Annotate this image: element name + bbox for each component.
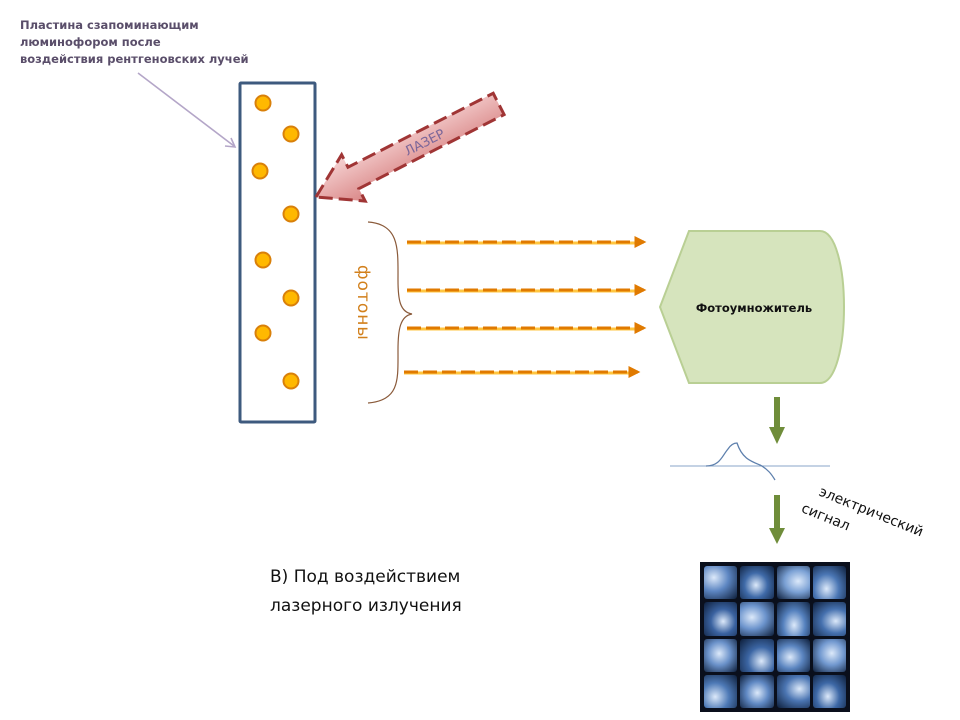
- xray-tile: [704, 674, 738, 708]
- xray-tile: [704, 602, 738, 636]
- xray-tile: [740, 638, 774, 672]
- photon-ray: [404, 366, 641, 378]
- xray-tile: [776, 674, 810, 708]
- xray-tile: [812, 566, 846, 600]
- laser-arrow: ЛАЗЕР: [313, 91, 507, 203]
- phosphor-plate: [238, 81, 317, 424]
- xray-tile: [704, 566, 738, 600]
- xray-tile: [776, 602, 810, 636]
- xray-tile: [740, 566, 774, 600]
- photon-ray: [407, 322, 647, 334]
- xray-tile: [812, 674, 846, 708]
- photon-ray: [407, 284, 647, 296]
- xray-tile: [704, 638, 738, 672]
- photons-label: фотоны: [353, 265, 373, 341]
- xray-tile: [740, 674, 774, 708]
- phosphor-dot: [254, 251, 272, 269]
- signal-label: электрический сигнал: [799, 484, 925, 540]
- caption-pointer-arrow: [137, 72, 237, 148]
- phosphor-dot: [282, 372, 300, 390]
- photomultiplier-shape: [658, 230, 845, 384]
- phosphor-dot: [254, 94, 272, 112]
- xray-tile: [776, 638, 810, 672]
- main-caption-line-1: В) Под воздействием: [270, 567, 461, 587]
- photon-ray: [407, 236, 647, 248]
- signal-waveform: [705, 442, 776, 481]
- down-arrow-2: [769, 495, 785, 544]
- phosphor-dot: [254, 324, 272, 342]
- xray-tile: [812, 602, 846, 636]
- phosphor-dot: [282, 205, 300, 223]
- plate-caption-line-2: люминофором после: [20, 35, 161, 49]
- plate-caption-line-1: Пластина сзапоминающим: [20, 18, 199, 32]
- xray-tile: [776, 566, 810, 600]
- phosphor-dot: [282, 289, 300, 307]
- plate-caption-line-3: воздействия рентгеновских лучей: [20, 52, 249, 66]
- xray-tile: [740, 602, 774, 636]
- xray-image-collage: [700, 562, 850, 712]
- photon-rays: [404, 236, 647, 378]
- main-caption-line-2: лазерного излучения: [270, 596, 462, 616]
- phosphor-dot: [251, 162, 269, 180]
- phosphor-dots: [251, 94, 300, 390]
- photons-brace: [367, 221, 413, 404]
- photomultiplier-label: Фотоумножитель: [696, 301, 812, 315]
- main-caption: В) Под воздействием лазерного излучения: [270, 563, 462, 621]
- xray-tile: [812, 638, 846, 672]
- down-arrow-1: [769, 397, 785, 444]
- plate-caption: Пластина сзапоминающим люминофором после…: [20, 17, 290, 68]
- phosphor-dot: [282, 125, 300, 143]
